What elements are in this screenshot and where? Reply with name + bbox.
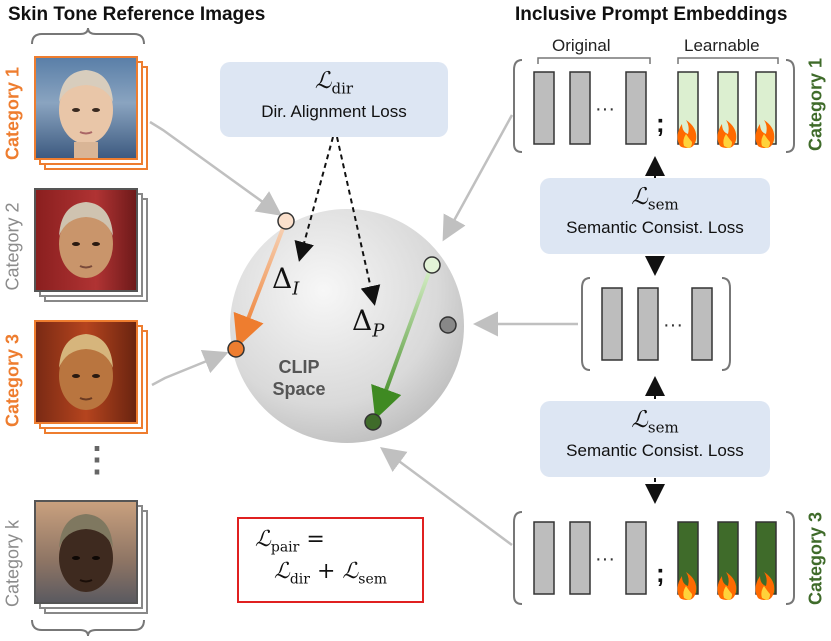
embedding-row-category-1 [513,57,795,153]
category-3-label-right: Category 3 [805,511,826,606]
image-point-end [227,340,245,358]
semantic-loss-box-2: ℒsem Semantic Consist. Loss [540,401,770,477]
left-title: Skin Tone Reference Images [8,4,266,25]
connector-embedding-3 [379,447,513,547]
top-brace [31,27,145,45]
dir-alignment-loss-box: ℒdir Dir. Alignment Loss [220,62,448,137]
fire-icon [677,120,697,148]
right-title: Inclusive Prompt Embeddings [515,4,788,25]
ellipsis-row-3: ··· [595,548,615,570]
category-1-image-stack [34,56,148,170]
semantic-loss-box-1: ℒsem Semantic Consist. Loss [540,178,770,254]
original-label: Original [552,36,611,55]
bottom-brace [31,619,145,637]
fire-icon [755,572,775,600]
delta-i-label: ΔI [272,262,300,300]
clip-space-label: CLIP Space [272,357,326,399]
connector-category-3 [151,349,229,387]
fire-icon [717,572,737,600]
category-2-image-stack [34,188,148,302]
connector-category-1 [149,120,283,216]
delta-i-arrow [233,222,287,348]
semicolon-row-1: ; [656,108,665,138]
learnable-label: Learnable [684,36,760,55]
sem-loss-text-1: Semantic Consist. Loss [566,217,744,237]
dir-arrow-delta-i [294,136,334,262]
category-1-label-right: Category 1 [805,57,826,152]
delta-p-label: ΔP [352,304,385,342]
image-point-start [277,212,295,230]
delta-p-arrow [371,266,433,420]
pair-loss-rhs: ℒdir + ℒsem [273,559,388,588]
ellipsis-row-1: ··· [595,98,615,120]
prompt-point-start [423,256,441,274]
more-categories-dots: ⋮ [80,441,114,479]
face-image-2 [34,188,138,292]
connector-embedding-1 [442,114,514,242]
ellipsis-row-middle: ··· [663,314,683,336]
category-3-image-stack [34,320,148,434]
clip-space-sphere [230,209,464,443]
semicolon-row-3: ; [656,558,665,588]
face-image-k [34,500,138,604]
dir-arrow-delta-p [336,136,381,306]
pair-loss-lhs: ℒpair = [255,527,325,556]
embedding-row-middle [581,277,731,371]
embedding-point-mid [439,316,457,334]
embedding-row-category-3 [513,511,795,605]
pair-loss-box: ℒpair = ℒdir + ℒsem [237,517,424,603]
dir-loss-text: Dir. Alignment Loss [261,101,407,121]
prompt-point-end [364,413,382,431]
face-image-3 [34,320,138,424]
dir-loss-symbol: ℒdir [314,68,354,98]
fire-icon [677,572,697,600]
sem-loss-symbol-2: ℒsem [631,407,679,437]
category-k-image-stack [34,500,148,614]
fire-icon [755,120,775,148]
face-image-1 [34,56,138,160]
sem-loss-text-2: Semantic Consist. Loss [566,440,744,460]
fire-icon [717,120,737,148]
sem-loss-symbol-1: ℒsem [631,184,679,214]
